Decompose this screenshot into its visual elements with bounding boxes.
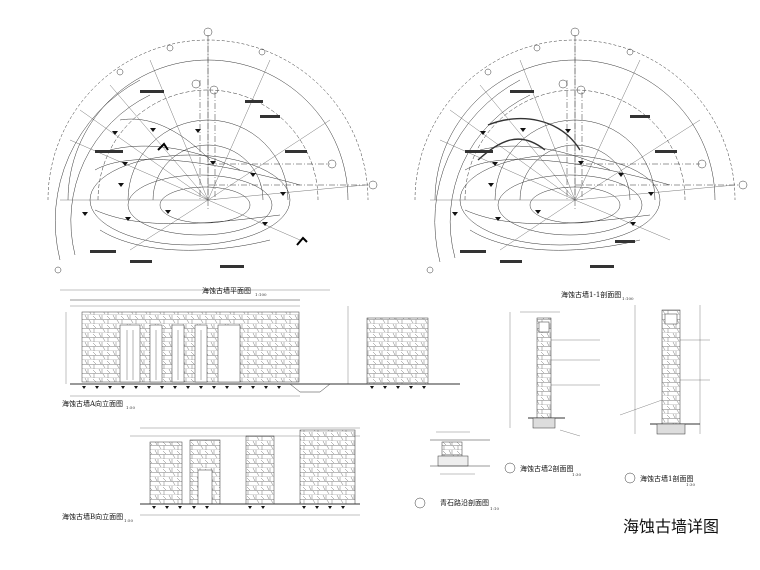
elevation-b-scale: 1:50 — [124, 518, 133, 523]
curb-section-scale: 1:10 — [490, 506, 499, 511]
plan-view-scale: 1:100 — [255, 292, 267, 297]
section-1-1-label: 海蚀古墙1-1剖面图 — [561, 291, 622, 299]
elevation-a-scale: 1:50 — [126, 405, 135, 410]
plan-view-label: 海蚀古墙平面图 — [202, 287, 251, 295]
section-1-scale: 1:30 — [686, 482, 695, 487]
section-1 — [619, 305, 710, 484]
curb-section-label: 青石路沿剖面图 — [440, 499, 489, 507]
section-1-1-scale: 1:100 — [622, 296, 634, 301]
elevation-b — [130, 427, 360, 516]
elevation-a — [60, 289, 460, 397]
curb-section — [414, 431, 490, 509]
section-2-label: 海蚀古墙2剖面图 — [520, 465, 574, 473]
section-plan-view — [414, 27, 748, 274]
drawing-title: 海蚀古墙详图 — [623, 517, 720, 536]
elevation-b-label: 海蚀古墙B向立面图 — [62, 513, 124, 521]
section-1-label: 海蚀古墙1剖面图 — [640, 475, 694, 483]
plan-view — [47, 27, 378, 274]
elevation-a-label: 海蚀古墙A向立面图 — [62, 400, 124, 408]
section-2 — [504, 311, 600, 474]
section-2-scale: 1:30 — [572, 472, 581, 477]
